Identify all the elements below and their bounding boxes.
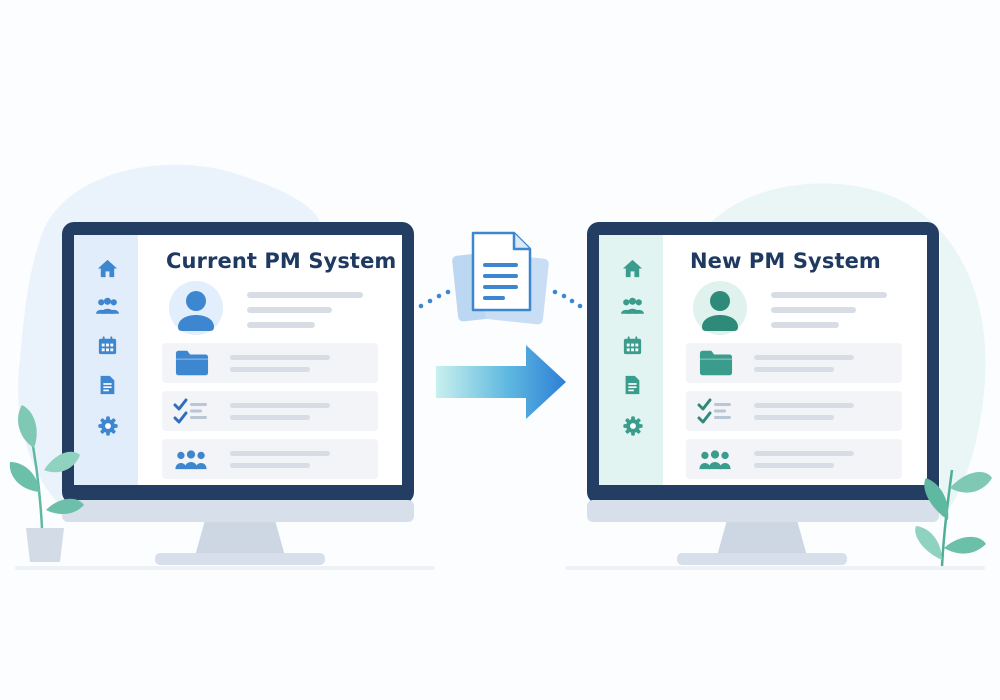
current-profile-text-lines bbox=[247, 292, 363, 328]
documents-stack-icon bbox=[452, 231, 549, 325]
new-monitor-stand bbox=[677, 520, 847, 565]
dotted-path-left bbox=[418, 289, 451, 309]
current-row-projects[interactable] bbox=[162, 343, 378, 383]
right-plant-icon bbox=[915, 469, 992, 567]
new-sidebar bbox=[599, 235, 663, 485]
current-profile-avatar bbox=[169, 281, 223, 335]
current-monitor-chin bbox=[62, 500, 414, 522]
left-floor-line bbox=[15, 566, 435, 570]
new-system-title: New PM System bbox=[690, 249, 881, 273]
current-sidebar bbox=[74, 235, 138, 485]
current-system-title: Current PM System bbox=[166, 249, 397, 273]
current-monitor-stand bbox=[155, 520, 325, 565]
right-floor-line bbox=[565, 566, 985, 570]
new-monitor-chin bbox=[587, 500, 939, 522]
new-profile-text-lines bbox=[771, 292, 887, 328]
left-potted-plant-icon bbox=[9, 405, 84, 562]
new-row-team[interactable] bbox=[686, 439, 902, 479]
migration-arrow-icon bbox=[436, 345, 566, 419]
new-row-projects[interactable] bbox=[686, 343, 902, 383]
new-row-tasks[interactable] bbox=[686, 391, 902, 431]
current-row-team[interactable] bbox=[162, 439, 378, 479]
current-row-tasks[interactable] bbox=[162, 391, 378, 431]
dotted-path-right bbox=[552, 289, 583, 309]
new-profile-avatar bbox=[693, 281, 747, 335]
